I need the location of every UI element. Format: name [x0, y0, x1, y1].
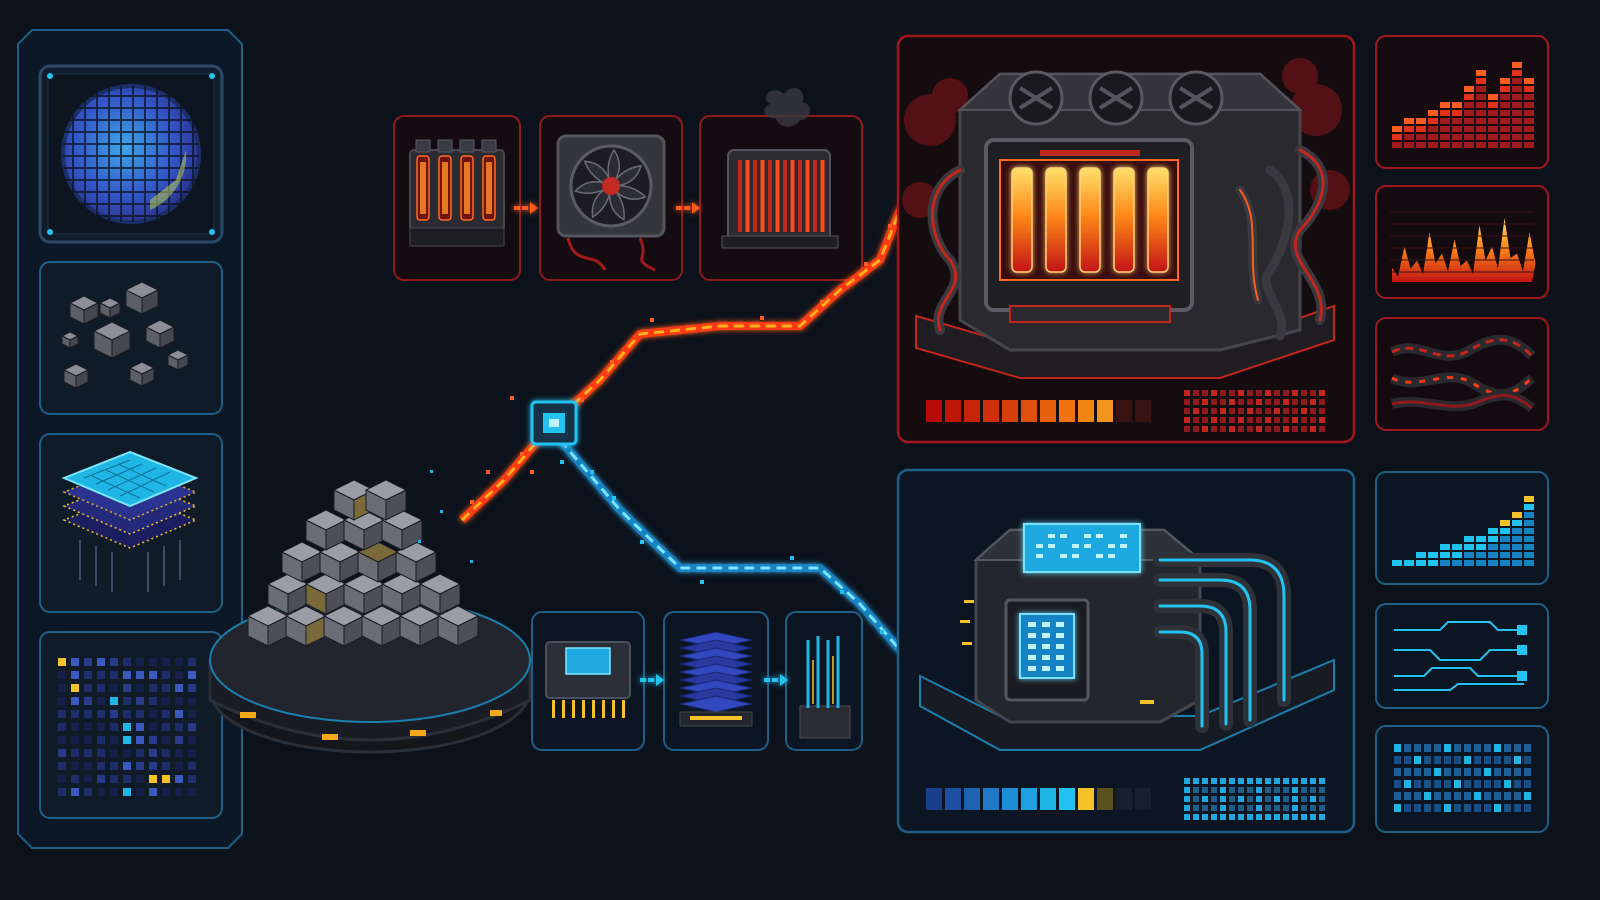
heat-grid	[1184, 390, 1325, 432]
layered-chip-icon	[61, 450, 199, 592]
signal-lines-icon	[1394, 621, 1527, 691]
connector-pins-icon	[799, 636, 851, 739]
cool-meter	[926, 788, 1151, 810]
sidebar-tile-raw-cubes[interactable]	[39, 261, 223, 415]
sidebar-tile-wafer[interactable]	[38, 64, 224, 244]
flow-sparks	[418, 224, 924, 644]
left-sidebar	[17, 29, 243, 849]
cool-flow-line	[556, 437, 930, 654]
monitor-cool-1[interactable]	[1375, 471, 1549, 585]
cooling-fan-icon	[556, 134, 666, 272]
cool-flow-arrows	[640, 674, 788, 686]
cool-machine-panel[interactable]	[896, 468, 1356, 834]
overheating-reactor-icon	[902, 58, 1350, 379]
hot-machine-panel[interactable]	[896, 34, 1356, 444]
hot-flow-arrow-1	[514, 202, 538, 214]
cool-grid	[1184, 778, 1325, 820]
reactor-top-fans	[1008, 70, 1224, 126]
hot-stage-fan[interactable]	[539, 115, 683, 281]
tangled-cables-icon	[1389, 334, 1536, 413]
chip-module-icon	[545, 641, 631, 718]
pixel-matrix-icon	[58, 658, 196, 796]
monitor-hot-2[interactable]	[1375, 185, 1549, 299]
rising-heat-chart-icon	[1392, 62, 1534, 148]
cube-pile-platform-icon	[208, 479, 532, 754]
vacuum-tube-array-icon	[409, 139, 505, 247]
raw-cubes-icon	[60, 281, 190, 389]
cool-stage-row	[531, 611, 863, 751]
blue-grid-icon	[1394, 744, 1531, 812]
cool-stage-chip[interactable]	[531, 611, 645, 751]
monitor-hot-1[interactable]	[1375, 35, 1549, 169]
liquid-cooled-core-icon	[919, 523, 1335, 751]
monitor-cool-2[interactable]	[1375, 603, 1549, 709]
memory-stack-icon	[679, 631, 753, 727]
right-monitor-column	[1375, 35, 1549, 833]
cool-stage-connector[interactable]	[785, 611, 863, 751]
hot-stage-row	[393, 88, 863, 281]
silicon-wafer-icon	[61, 84, 201, 224]
rising-bar-chart-icon	[1392, 496, 1534, 566]
monitor-cool-3[interactable]	[1375, 725, 1549, 833]
heated-radiator-icon	[721, 88, 839, 249]
sidebar-tile-pixel-matrix[interactable]	[39, 631, 223, 819]
cool-stage-memory[interactable]	[663, 611, 769, 751]
hot-stage-vacuum-tubes[interactable]	[393, 115, 521, 281]
heat-meter	[926, 400, 1151, 422]
fire-graph-icon	[1390, 211, 1536, 282]
hot-flow-arrow-2	[676, 202, 700, 214]
junction-node[interactable]	[530, 400, 578, 446]
hot-stage-radiator[interactable]	[699, 88, 863, 281]
router-node-icon	[530, 400, 578, 446]
source-platform[interactable]	[208, 479, 532, 754]
sidebar-tile-layered-chip[interactable]	[39, 433, 223, 613]
monitor-hot-3[interactable]	[1375, 317, 1549, 431]
